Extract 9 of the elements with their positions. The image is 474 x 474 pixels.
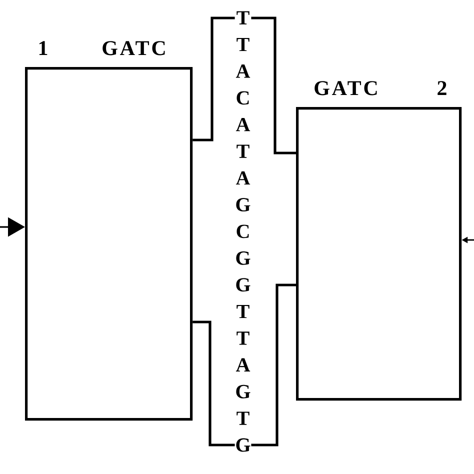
box-number: 2 xyxy=(438,81,446,95)
box-heading: GATC xyxy=(102,41,165,56)
connector-line xyxy=(192,16,235,142)
box-heading: GATC xyxy=(314,81,377,96)
connector-line xyxy=(251,284,296,446)
connector-line xyxy=(192,320,235,446)
box-number: 1 xyxy=(39,41,48,55)
sequence-column: T T A C A T A G C G G T T A G T G xyxy=(236,11,250,452)
connector-line xyxy=(251,16,296,154)
